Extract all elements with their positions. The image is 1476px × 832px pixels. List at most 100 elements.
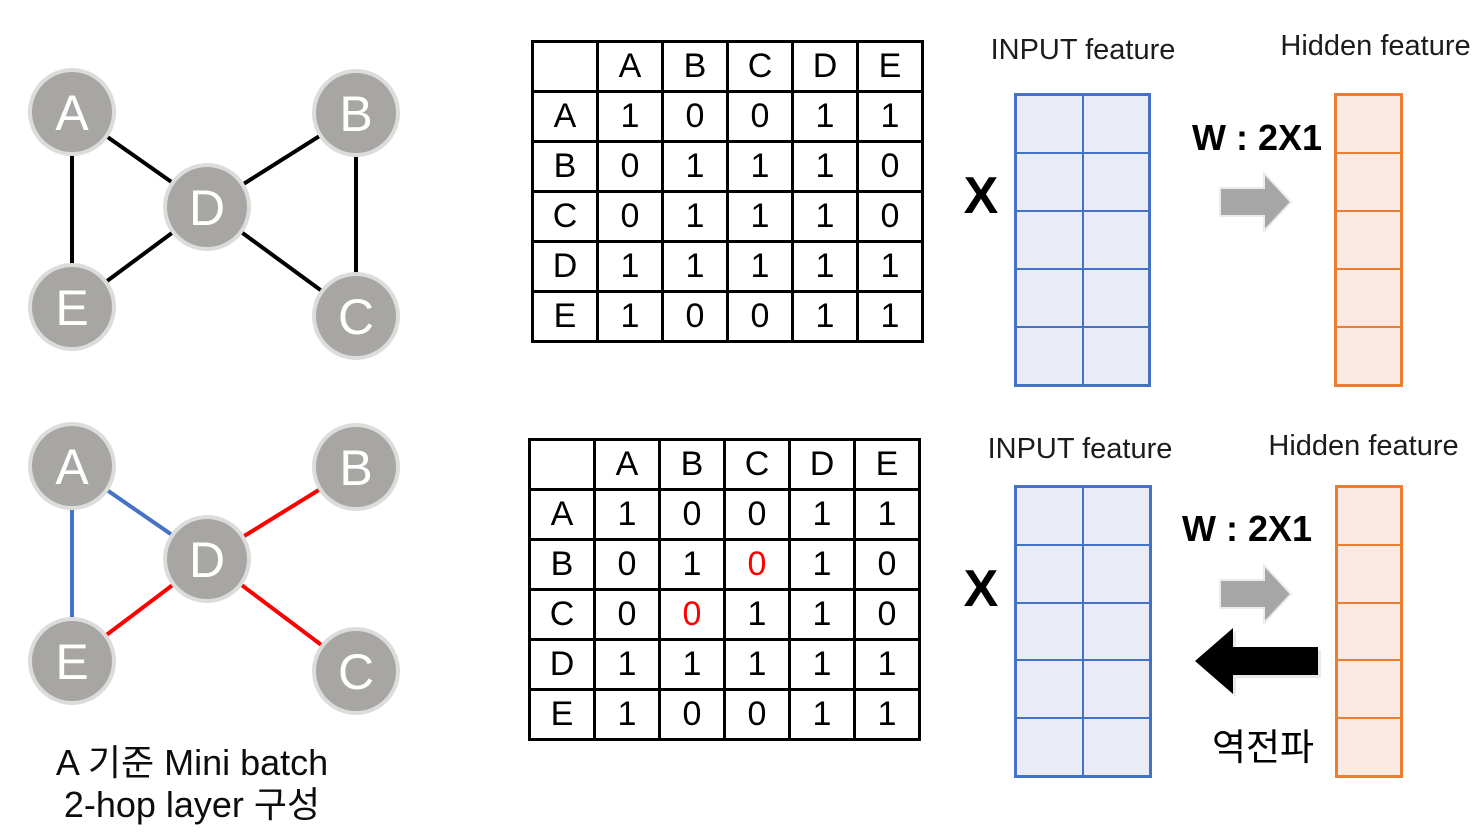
matrix-cell-A-D: 1	[788, 488, 856, 541]
hidden-feature-grid	[1334, 93, 1403, 387]
matrix-row-label: C	[528, 588, 596, 641]
graph-node-label-A: A	[55, 85, 89, 141]
input-feature-grid	[1014, 93, 1151, 387]
graph-node-label-E: E	[55, 280, 88, 336]
matrix-cell-B-C: 1	[726, 140, 794, 193]
matrix-cell-A-C: 0	[726, 90, 794, 143]
graph-node-B	[312, 423, 400, 511]
feature-cell	[1337, 718, 1401, 776]
graph-node-label-D: D	[189, 532, 225, 588]
feature-cell	[1016, 602, 1083, 661]
matrix-cell-A-B: 0	[661, 90, 729, 143]
feature-cell	[1082, 153, 1149, 211]
graph-node-label-C: C	[338, 644, 374, 700]
feature-cell	[1016, 327, 1083, 385]
matrix-header-cell: D	[788, 438, 856, 491]
matrix-cell-B-B: 1	[658, 538, 726, 591]
matrix-cell-B-C: 0	[723, 538, 791, 591]
hidden-feature-grid	[1335, 485, 1403, 778]
matrix-cell-E-A: 1	[596, 290, 664, 343]
graph-node-B	[312, 69, 400, 157]
feature-cell	[1083, 660, 1150, 719]
matrix-cell-D-B: 1	[658, 638, 726, 691]
matrix-cell-A-B: 0	[658, 488, 726, 541]
matrix-cell-C-A: 0	[593, 588, 661, 641]
feature-cell	[1016, 95, 1083, 153]
matrix-row-label: C	[531, 190, 599, 243]
matrix-header-cell	[528, 438, 596, 491]
matrix-cell-A-E: 1	[856, 90, 924, 143]
hidden-feature-label: Hidden feature	[1280, 30, 1471, 62]
matrix-cell-B-E: 0	[853, 538, 921, 591]
matrix-cell-D-D: 1	[788, 638, 856, 691]
matrix-cell-C-C: 1	[726, 190, 794, 243]
matrix-cell-A-A: 1	[593, 488, 661, 541]
matrix-cell-B-A: 0	[593, 538, 661, 591]
matrix-header-cell: C	[726, 40, 794, 93]
feature-cell	[1336, 269, 1401, 327]
feature-cell	[1082, 269, 1149, 327]
matrix-cell-B-D: 1	[791, 140, 859, 193]
feature-cell	[1083, 487, 1150, 545]
matrix-cell-E-A: 1	[593, 688, 661, 741]
matrix-cell-D-D: 1	[791, 240, 859, 293]
matrix-header-cell: C	[723, 438, 791, 491]
matrix-cell-D-C: 1	[723, 638, 791, 691]
feature-cell	[1016, 487, 1083, 545]
graph-node-label-C: C	[338, 289, 374, 345]
matrix-header-cell: B	[661, 40, 729, 93]
matrix-cell-A-C: 0	[723, 488, 791, 541]
matrix-row-label: E	[528, 688, 596, 741]
matrix-cell-E-E: 1	[853, 688, 921, 741]
feature-cell	[1337, 544, 1401, 603]
matrix-cell-C-C: 1	[723, 588, 791, 641]
matrix-cell-D-E: 1	[856, 240, 924, 293]
matrix-cell-A-A: 1	[596, 90, 664, 143]
input-feature-label: INPUT feature	[987, 433, 1173, 465]
graph-node-E	[28, 263, 116, 351]
caption-line-2: 2-hop layer 구성	[63, 784, 321, 826]
matrix-header-cell	[531, 40, 599, 93]
backprop-arrow-icon	[1195, 628, 1318, 694]
matrix-cell-E-C: 0	[726, 290, 794, 343]
matrix-cell-E-B: 0	[658, 688, 726, 741]
matrix-row-label: E	[531, 290, 599, 343]
matrix-cell-D-C: 1	[726, 240, 794, 293]
matrix-cell-B-B: 1	[661, 140, 729, 193]
feature-cell	[1083, 718, 1150, 776]
feature-cell	[1016, 544, 1083, 603]
graph-node-label-A: A	[55, 439, 89, 495]
minibatch-caption: A 기준 Mini batch 2-hop layer 구성	[22, 742, 362, 827]
matrix-header-cell: B	[658, 438, 726, 491]
feature-cell	[1336, 95, 1401, 153]
matrix-cell-B-D: 1	[788, 538, 856, 591]
weight-label: W : 2X1	[1181, 508, 1313, 549]
graph-node-label-E: E	[55, 634, 88, 690]
multiply-symbol: X	[963, 560, 999, 618]
graph-node-C	[312, 272, 400, 360]
forward-arrow-icon	[1219, 562, 1293, 626]
forward-arrow-icon	[1219, 170, 1293, 234]
graph-node-C	[312, 627, 400, 715]
backprop-label: 역전파	[1211, 727, 1315, 768]
feature-cell	[1336, 327, 1401, 385]
matrix-cell-C-D: 1	[788, 588, 856, 641]
matrix-header-cell: A	[593, 438, 661, 491]
feature-cell	[1337, 602, 1401, 661]
graph-node-A	[28, 422, 116, 510]
input-feature-grid	[1014, 485, 1152, 778]
multiply-symbol: X	[963, 167, 999, 225]
matrix-cell-D-A: 1	[596, 240, 664, 293]
